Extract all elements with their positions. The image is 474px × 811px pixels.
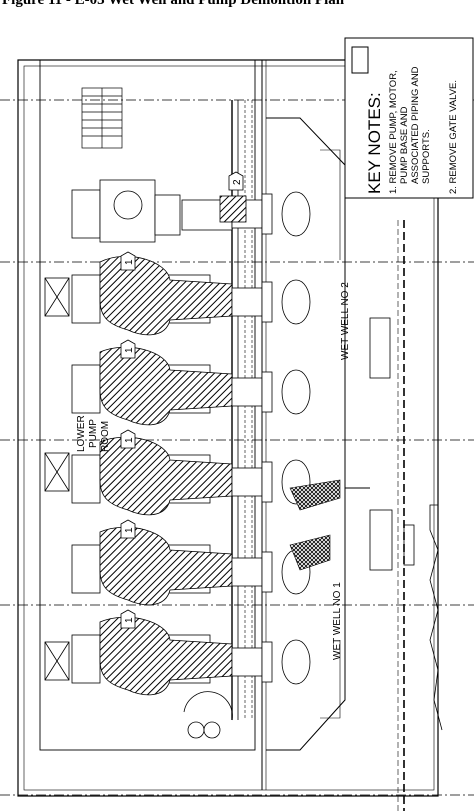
gate-valve-removal [219,195,247,223]
room-label-line-1: LOWER [76,415,87,452]
wet-well-1-label: WET WELL NO 1 [332,582,343,660]
fan-unit [44,277,70,317]
grid-lines [0,99,474,796]
key-note-1-line-1: 1. REMOVE PUMP, MOTOR, [388,70,399,194]
key-notes-panel: KEY NOTES: 1. REMOVE PUMP, MOTOR, PUMP B… [344,37,474,199]
room-label-line-3: ROOM [100,421,111,452]
pump-tag-label: 1 [124,347,135,353]
wet-well-2-label: WET WELL NO 2 [340,282,351,360]
pump-tags: 1 1 1 1 1 2 [120,171,244,629]
pump-tag-label: 1 [124,259,135,265]
fan-unit [44,452,70,492]
bottom-equipment [183,691,233,739]
fan-unit [44,641,70,681]
pump-bay-4 [71,526,311,606]
wet-well [266,117,415,751]
room-label-line-2: PUMP [88,419,99,448]
pump-bay-2 [71,346,311,426]
wet-well-screen [289,534,331,571]
wall-fans [44,277,70,681]
stair [81,87,123,149]
key-note-1-line-3: ASSOCIATED PIPING AND [410,66,421,184]
pump-tag-label: 1 [124,617,135,623]
spare-pump-bay [71,179,233,243]
outfall-wall [429,504,443,731]
wet-well-screen [289,479,341,511]
pump-bay-3 [71,436,311,516]
key-notes-title: KEY NOTES: [365,92,384,194]
figure-caption: Figure 11 - E-03 Wet Well and Pump Demol… [2,0,345,8]
pump-tag-label: 1 [124,527,135,533]
valve-tag-label: 2 [232,179,243,185]
key-note-2: 2. REMOVE GATE VALVE. [448,80,459,194]
pump-bays [71,255,311,696]
lower-pump-room-label: LOWER PUMP ROOM [76,415,111,452]
discharge-header [231,100,253,720]
key-note-1-line-4: SUPPORTS. [421,129,432,184]
key-notes-symbol [351,46,369,74]
key-note-1-line-2: PUMP BASE AND [399,106,410,184]
pump-tag-label: 1 [124,437,135,443]
pump-bay-1 [71,255,311,336]
pump-bay-5 [71,616,311,696]
